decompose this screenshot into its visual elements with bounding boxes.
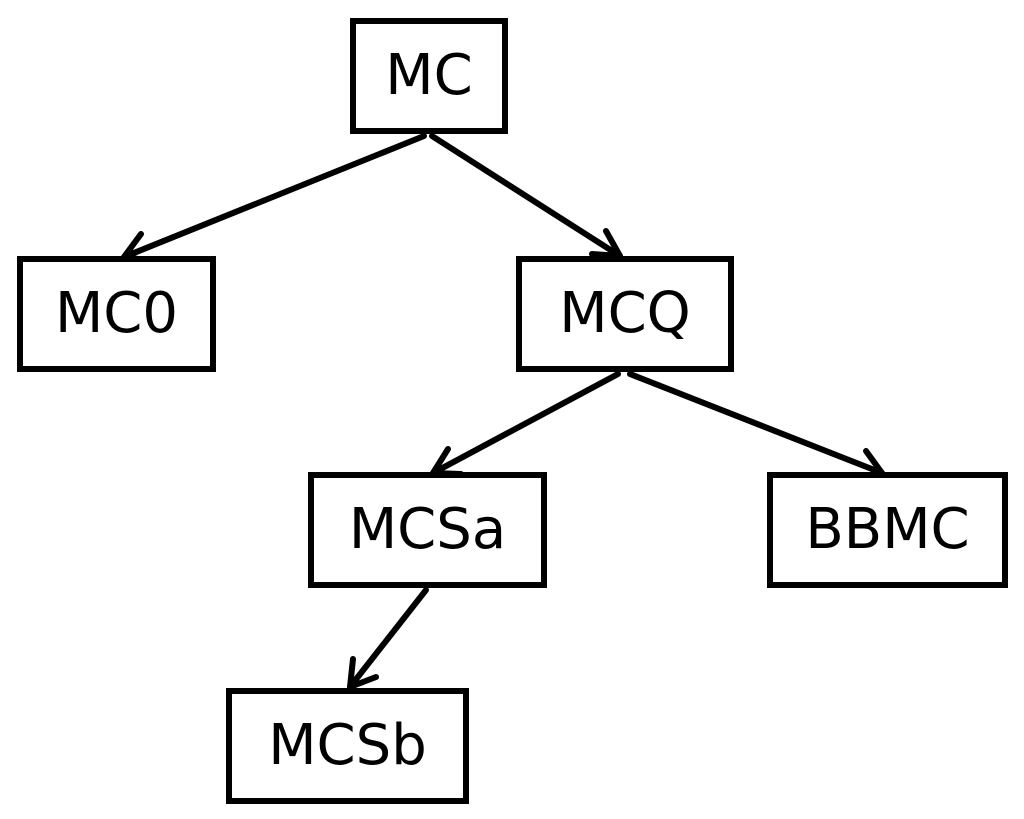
edge-mc-to-mc0: [121, 133, 427, 264]
node-mcsa-label: MCSa: [348, 497, 507, 562]
node-mc0-label: MC0: [54, 281, 179, 346]
node-mcq: MCQ: [516, 256, 734, 372]
node-bbmc-label: BBMC: [805, 497, 970, 562]
node-mcsb: MCSb: [226, 688, 469, 804]
node-mcsb-label: MCSb: [268, 713, 427, 778]
node-bbmc: BBMC: [767, 472, 1008, 588]
edge-mc-to-mcq: [429, 133, 623, 259]
edge-mcq-to-bbmc: [627, 371, 885, 481]
node-mc-label: MC: [385, 43, 473, 108]
edge-mcsa-to-mcsb: [347, 587, 429, 690]
edge-mcq-to-mcsa: [430, 371, 621, 477]
node-mc0: MC0: [17, 256, 216, 372]
node-mcsa: MCSa: [308, 472, 547, 588]
node-mc: MC: [350, 18, 508, 134]
node-mcq-label: MCQ: [559, 281, 691, 346]
